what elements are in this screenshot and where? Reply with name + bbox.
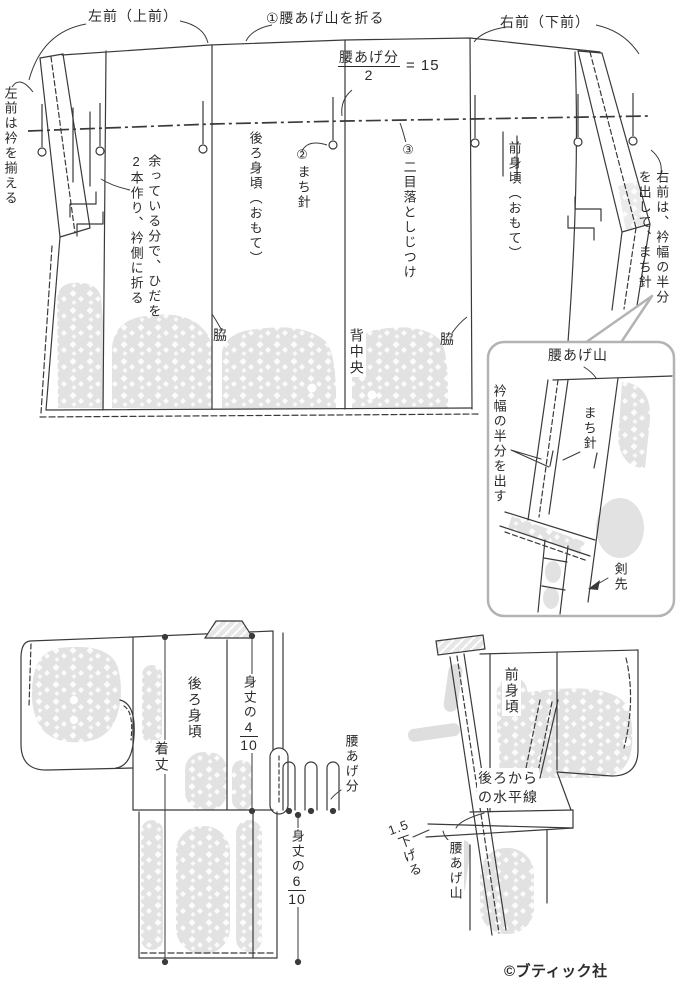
len4-prefix: 身丈の	[241, 675, 257, 720]
note-left-collar: 左前は衿を揃える	[2, 86, 18, 206]
label-back-center: 背中央	[347, 327, 366, 377]
len4-fraction: 4 10	[240, 720, 258, 752]
note-pleats: 余っている分で、ひだを 2本作り、衿側に折る	[126, 154, 163, 319]
bv-length-4-10: 身丈の 4 10	[239, 674, 259, 754]
formula-numerator: 腰あげ分	[339, 49, 399, 65]
bv-tuck-amount: 腰あげ分	[343, 734, 359, 794]
inset-pin-label: まち針	[581, 406, 597, 451]
fraction-bar	[240, 735, 258, 737]
len6-prefix: 身丈の	[289, 829, 305, 874]
label-side-right: 脇	[440, 331, 455, 347]
len4-numerator: 4	[244, 719, 254, 735]
note-right-line2: を出して、まち針	[636, 170, 652, 290]
main-kimono-pattern-blobs	[57, 181, 645, 408]
formula-result: = 15	[406, 57, 440, 75]
fraction-bar	[288, 889, 306, 891]
len6-numerator: 6	[292, 873, 302, 889]
len6-fraction: 6 10	[288, 874, 306, 906]
waist-fold-line	[27, 115, 649, 132]
formula-fraction: 腰あげ分 2	[338, 50, 400, 82]
note-right-line1: 右前は、衿幅の半分	[654, 170, 670, 305]
label-back-body: 後ろ身頃（おもて）	[247, 131, 263, 266]
bv-length-6-10: 身丈の 6 10	[287, 828, 307, 908]
inset-collar-note: 衿幅の半分を出す	[491, 384, 507, 504]
main-kimono-outline	[39, 37, 651, 418]
back-view-blobs	[31, 646, 262, 954]
len4-denominator: 10	[240, 736, 258, 753]
note-right-collar: 右前は、衿幅の半分 を出して、まち針	[634, 170, 671, 305]
note-pleats-line2: 2本作り、衿側に折る	[128, 154, 144, 306]
formula-waist-tuck-half: 腰あげ分 2 = 15	[338, 50, 440, 82]
label-right-front: 右前（下前）	[500, 14, 590, 30]
copyright: ©ブティック社	[504, 963, 608, 980]
fv-hline-line2: の水平線	[478, 788, 538, 805]
note-pleats-line1: 余っている分で、ひだを	[146, 154, 162, 319]
inset-title: 腰あげ山	[548, 347, 608, 363]
fv-tuck-fold: 腰あげ山	[446, 840, 464, 902]
label-side-left: 脇	[213, 327, 228, 343]
label-left-front: 左前（上前）	[88, 8, 178, 24]
main-leader-lines	[11, 20, 662, 334]
formula-denominator: 2	[364, 66, 374, 83]
fv-horizontal-line-note: 後ろから の水平線	[477, 768, 539, 808]
back-view-linework	[20, 620, 342, 959]
fv-front-body: 前身頃	[502, 666, 521, 716]
marking-pins	[37, 93, 638, 157]
bv-back-body: 後ろ身頃	[186, 676, 203, 740]
front-view-linework	[412, 634, 639, 936]
bv-wear-length: 着丈	[152, 740, 171, 774]
label-step2-pin: ②まち針	[295, 148, 311, 210]
label-step1: ①腰あげ山を折る	[266, 10, 385, 26]
inset-linework	[499, 366, 673, 615]
label-step3-basting: ③二目落としじつけ	[400, 142, 418, 281]
inset-tip-label: 剣先	[612, 562, 628, 592]
fraction-bar	[338, 65, 400, 67]
label-front-body: 前身頃（おもて）	[506, 141, 522, 261]
fv-hline-line1: 後ろから	[478, 770, 538, 786]
len6-denominator: 10	[288, 890, 306, 907]
